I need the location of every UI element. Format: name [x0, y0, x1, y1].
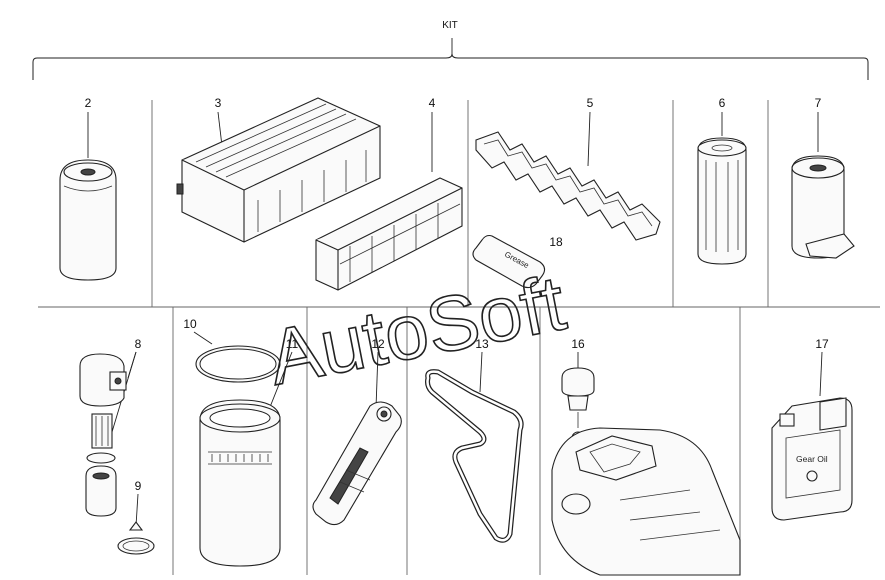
callout-18: 18: [549, 235, 563, 249]
callout-2: 2: [85, 96, 92, 110]
callout-5: 5: [587, 96, 594, 110]
kit-bracket: KIT: [32, 20, 869, 80]
callout-11: 11: [286, 337, 299, 351]
part-5-gasket[interactable]: 5: [475, 96, 661, 241]
part-16-breather-plug[interactable]: 16: [551, 337, 741, 576]
watermark: AutoSoft: [261, 257, 573, 402]
callout-7: 7: [815, 96, 822, 110]
part-7-fuel-filter[interactable]: 7: [791, 96, 855, 259]
part-2-filter-canister[interactable]: 2: [59, 96, 117, 281]
callout-8: 8: [135, 337, 142, 351]
callout-9: 9: [135, 479, 142, 493]
callout-6: 6: [719, 96, 726, 110]
part-10-o-ring[interactable]: 10: [183, 317, 281, 383]
callout-3: 3: [215, 96, 222, 110]
part-11-cylinder-filter[interactable]: 11: [199, 337, 299, 567]
part-17-gear-oil-bottle[interactable]: 17 Gear Oil: [771, 337, 853, 521]
callout-10: 10: [183, 317, 197, 331]
part-4-panel-air-filter-small[interactable]: 4: [315, 96, 463, 291]
callout-17: 17: [815, 337, 829, 351]
part-8-filter-housing-assembly[interactable]: 8: [79, 337, 142, 517]
part-13-drive-belt[interactable]: 13: [425, 337, 524, 543]
watermark-text: AutoSoft: [261, 258, 572, 402]
grid-lines: [38, 100, 880, 575]
part-6-filter-element[interactable]: 6: [697, 96, 747, 265]
part-9-clamp[interactable]: 9: [117, 479, 155, 555]
part-3-panel-air-filter-large[interactable]: 3: [176, 96, 381, 243]
callout-16: 16: [571, 337, 585, 351]
part-12-belt-tensioner[interactable]: 12: [312, 337, 402, 526]
part-18-grease-tube[interactable]: 18 Grease: [472, 234, 563, 289]
kit-label: KIT: [442, 20, 458, 31]
callout-13: 13: [475, 337, 489, 351]
gear-oil-label: Gear Oil: [796, 454, 828, 464]
callout-12: 12: [371, 337, 385, 351]
callout-4: 4: [429, 96, 436, 110]
